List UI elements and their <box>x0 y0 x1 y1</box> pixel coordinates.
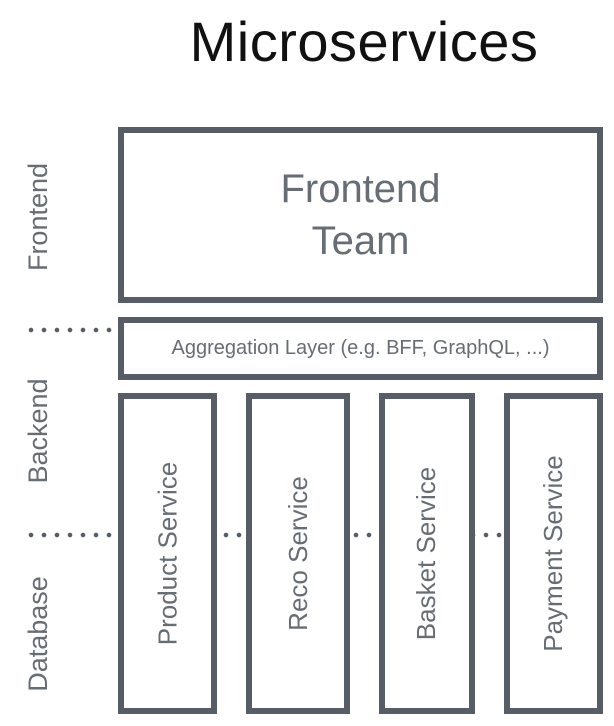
service-label-basket: Basket Service <box>411 466 442 641</box>
diagram-title: Microservices <box>189 10 539 73</box>
row-label-backend: Backend <box>23 378 53 484</box>
service-box-reco: Reco Service <box>246 393 350 714</box>
service-label-reco: Reco Service <box>282 476 313 631</box>
service-box-product: Product Service <box>118 393 217 714</box>
service-box-payment: Payment Service <box>504 393 603 714</box>
service-box-basket: Basket Service <box>379 393 475 714</box>
aggregation-layer-box: Aggregation Layer (e.g. BFF, GraphQL, ..… <box>118 317 603 380</box>
frontend-team-box: Frontend Team <box>118 127 603 303</box>
service-label-product: Product Service <box>152 461 182 646</box>
aggregation-layer-label: Aggregation Layer (e.g. BFF, GraphQL, ..… <box>171 337 550 359</box>
row-label-database: Database <box>23 576 53 692</box>
frontend-team-label: Frontend Team <box>280 167 441 263</box>
service-label-payment: Payment Service <box>538 455 568 652</box>
row-label-frontend: Frontend <box>23 162 53 272</box>
frontend-backend-divider <box>28 327 118 333</box>
